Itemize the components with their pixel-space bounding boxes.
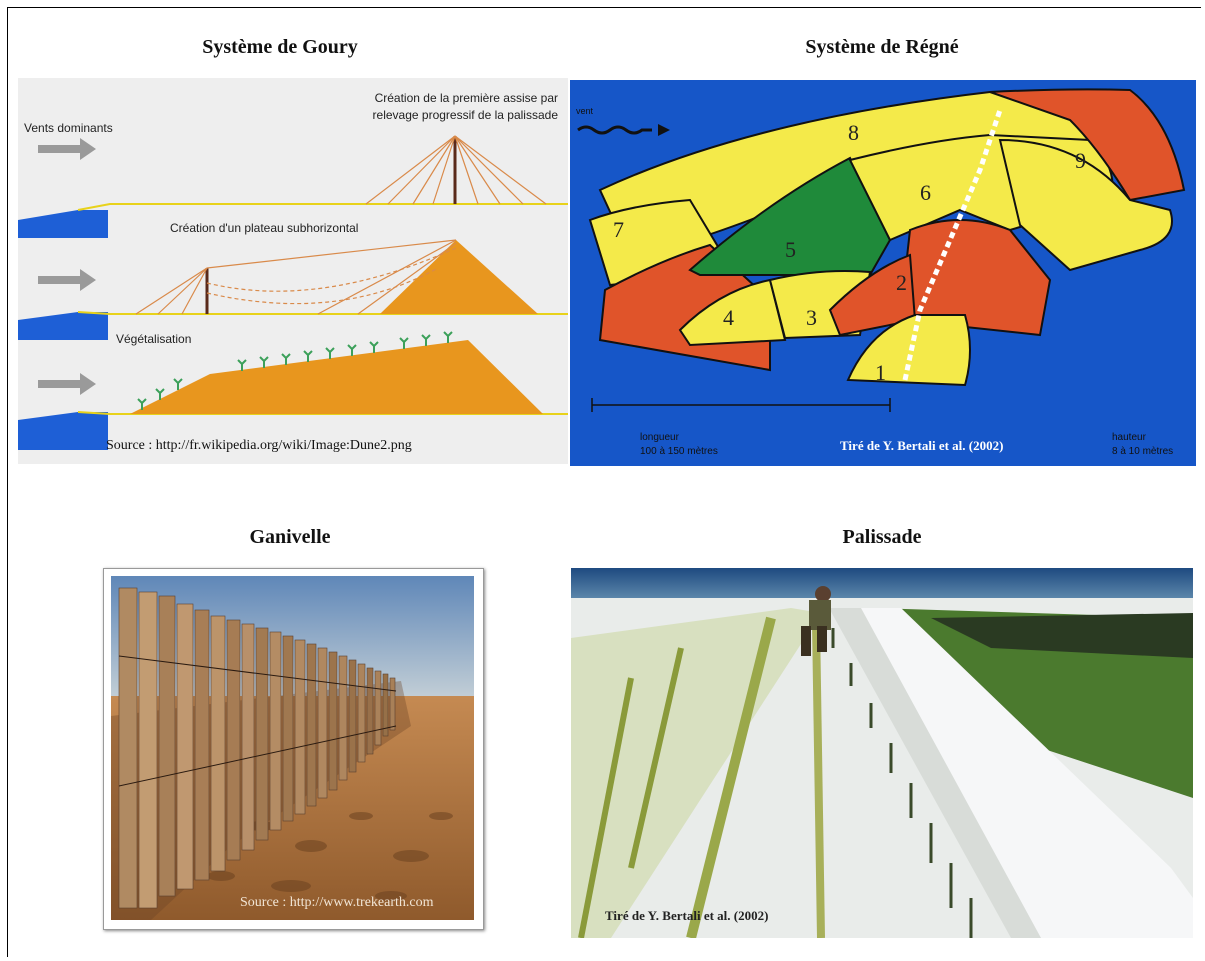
regne-num-5: 5 [785, 237, 796, 262]
wind-arrow-2 [38, 269, 96, 291]
goury-source: Source : http://fr.wikipedia.org/wiki/Im… [106, 438, 412, 453]
sea-2 [18, 312, 108, 340]
regne-credit: Tiré de Y. Bertali et al. (2002) [840, 438, 1004, 453]
goury-diagram: Vents dominants Création de la première … [18, 78, 568, 464]
title-palissade: Palissade [842, 526, 922, 548]
palissade-image [571, 568, 1193, 938]
regne-num-9: 9 [1075, 148, 1086, 173]
title-regne: Système de Régné [805, 36, 959, 58]
regne-length-2: 100 à 150 mètres [640, 446, 718, 457]
palissade-credit: Tiré de Y. Bertali et al. (2002) [605, 908, 769, 923]
grass-rows [571, 608, 825, 938]
regne-zone-2 [828, 253, 917, 337]
regne-red-right [898, 219, 1052, 337]
page-frame [7, 7, 1201, 957]
palissade-photo: Tiré de Y. Bertali et al. (2002) [571, 568, 1193, 938]
title-goury: Système de Goury [202, 36, 358, 58]
dune-vegetated-3 [130, 340, 543, 414]
ground-line-1 [77, 203, 568, 211]
label-plateau: Création d'un plateau subhorizontal [170, 221, 359, 235]
regne-diagram: 1 2 3 4 5 6 7 8 9 vent longueur 100 à 15… [570, 80, 1196, 466]
ganivelle-image [111, 576, 474, 920]
regne-num-6: 6 [920, 180, 931, 205]
ganivelle-source: Source : http://www.trekearth.com [240, 895, 434, 910]
person [801, 586, 831, 656]
goury-diagram-svg [18, 135, 568, 450]
regne-height-1: hauteur [1112, 432, 1146, 443]
regne-num-2: 2 [896, 270, 907, 295]
wind-arrow [577, 125, 652, 135]
sea-1 [18, 210, 108, 238]
fence-line [902, 109, 1003, 381]
title-ganivelle: Ganivelle [249, 526, 331, 548]
dune-plateau-2 [380, 240, 538, 314]
label-first-course-1: Création de la première assise par [374, 91, 558, 105]
fence-stakes [118, 587, 396, 909]
regne-length-1: longueur [640, 432, 679, 443]
regne-num-1: 1 [875, 360, 886, 385]
regne-height-2: 8 à 10 mètres [1112, 446, 1174, 457]
wind-arrow-1 [38, 138, 96, 160]
regne-right-yellow [998, 138, 1173, 272]
label-winds: Vents dominants [24, 121, 113, 135]
regne-num-4: 4 [723, 305, 734, 330]
wind-arrow-3 [38, 373, 96, 395]
regne-num-7: 7 [613, 217, 624, 242]
label-vegetation: Végétalisation [116, 332, 192, 346]
vegetation-tufts [137, 331, 453, 410]
regne-num-8: 8 [848, 120, 859, 145]
regne-wind-label: vent [576, 106, 594, 116]
label-first-course-2: relevage progressif de la palissade [372, 108, 558, 122]
regne-zone-9 [989, 88, 1186, 202]
sea-3 [18, 412, 108, 450]
regne-diagram-svg [577, 88, 1186, 412]
palisade-fence [831, 628, 973, 938]
ganivelle-photo: Source : http://www.trekearth.com [103, 568, 484, 930]
regne-num-3: 3 [806, 305, 817, 330]
